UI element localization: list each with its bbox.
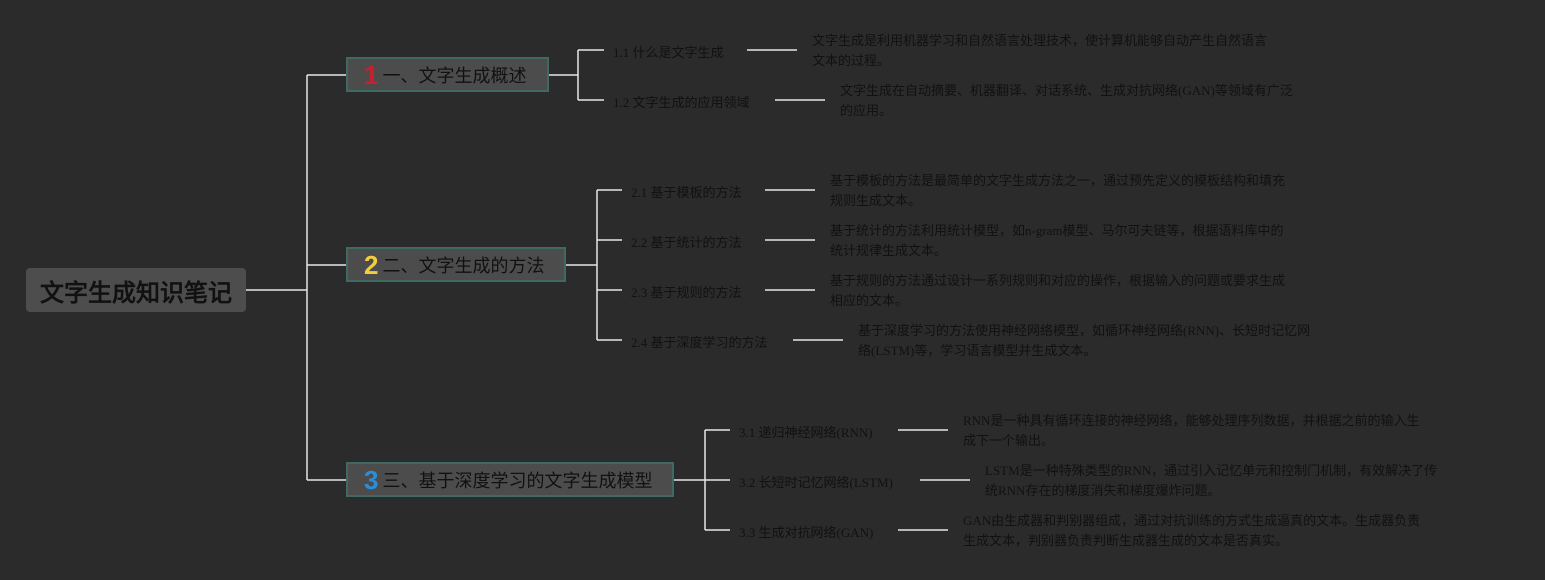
leaf-label-2-4[interactable]: 2.4 基于深度学习的方法 xyxy=(631,335,768,350)
desc-line: 文字生成是利用机器学习和自然语言处理技术，使计算机能够自动产生自然语言 xyxy=(812,33,1268,48)
leaf-desc-3-3: GAN由生成器和判别器组成，通过对抗训练的方式生成逼真的文本。生成器负责 生成文… xyxy=(963,511,1420,551)
leaf-label-2-2[interactable]: 2.2 基于统计的方法 xyxy=(631,235,742,250)
leaf-desc-2-1: 基于模板的方法是最简单的文字生成方法之一，通过预先定义的模板结构和填充 规则生成… xyxy=(830,171,1285,211)
desc-line: RNN是一种具有循环连接的神经网络，能够处理序列数据，并根据之前的输入生 xyxy=(963,413,1420,428)
desc-line: 基于规则的方法通过设计一系列规则和对应的操作，根据输入的问题或要求生成 xyxy=(830,273,1286,288)
desc-line: 生成文本，判别器负责判断生成器生成的文本是否真实。 xyxy=(963,533,1289,548)
leaf-desc-1-1: 文字生成是利用机器学习和自然语言处理技术，使计算机能够自动产生自然语言 文本的过… xyxy=(812,31,1267,71)
number-3-icon: 3 xyxy=(364,464,379,495)
leaf-desc-1-2: 文字生成在自动摘要、机器翻译、对话系统、生成对抗网络(GAN)等领域有广泛 的应… xyxy=(840,81,1293,121)
leaf-label-1-1[interactable]: 1.1 什么是文字生成 xyxy=(613,45,724,60)
desc-line: 文本的过程。 xyxy=(812,53,891,68)
leaf-label-3-2[interactable]: 3.2 长短时记忆网络(LSTM) xyxy=(739,475,893,490)
root-node[interactable]: 文字生成知识笔记 xyxy=(26,268,246,312)
branch-label: 一、文字生成概述 xyxy=(382,65,527,87)
desc-line: 的应用。 xyxy=(840,103,893,118)
desc-line: LSTM是一种特殊类型的RNN，通过引入记忆单元和控制门机制，有效解决了传 xyxy=(985,463,1438,478)
branch-label: 二、文字生成的方法 xyxy=(382,255,545,277)
desc-line: 统计规律生成文本。 xyxy=(830,243,948,258)
desc-line: 规则生成文本。 xyxy=(830,193,922,208)
desc-line: 基于深度学习的方法使用神经网络模型，如循环神经网络(RNN)、长短时记忆网 xyxy=(858,323,1311,338)
branch-node-1[interactable]: 1 一、文字生成概述 xyxy=(346,57,549,92)
branch-node-2[interactable]: 2 二、文字生成的方法 xyxy=(346,247,566,282)
desc-line: GAN由生成器和判别器组成，通过对抗训练的方式生成逼真的文本。生成器负责 xyxy=(963,513,1421,528)
desc-line: 基于模板的方法是最简单的文字生成方法之一，通过预先定义的模板结构和填充 xyxy=(830,173,1286,188)
leaf-desc-2-2: 基于统计的方法利用统计模型，如n-gram模型、马尔可夫链等，根据语料库中的 统… xyxy=(830,221,1284,261)
leaf-label-1-2[interactable]: 1.2 文字生成的应用领域 xyxy=(613,95,750,110)
leaf-desc-3-1: RNN是一种具有循环连接的神经网络，能够处理序列数据，并根据之前的输入生 成下一… xyxy=(963,411,1419,451)
branch-node-3[interactable]: 3 三、基于深度学习的文字生成模型 xyxy=(346,462,674,497)
number-2-icon: 2 xyxy=(364,249,379,280)
desc-line: 成下一个输出。 xyxy=(963,433,1055,448)
leaf-label-2-1[interactable]: 2.1 基于模板的方法 xyxy=(631,185,742,200)
desc-line: 基于统计的方法利用统计模型，如n-gram模型、马尔可夫链等，根据语料库中的 xyxy=(830,223,1284,238)
branch-label: 三、基于深度学习的文字生成模型 xyxy=(382,470,653,492)
leaf-label-2-3[interactable]: 2.3 基于规则的方法 xyxy=(631,285,742,300)
number-1-icon: 1 xyxy=(364,59,379,90)
desc-line: 统RNN存在的梯度消失和梯度爆炸问题。 xyxy=(985,483,1221,498)
desc-line: 相应的文本。 xyxy=(830,293,909,308)
leaf-desc-3-2: LSTM是一种特殊类型的RNN，通过引入记忆单元和控制门机制，有效解决了传 统R… xyxy=(985,461,1437,501)
leaf-desc-2-4: 基于深度学习的方法使用神经网络模型，如循环神经网络(RNN)、长短时记忆网 络(… xyxy=(858,321,1310,361)
desc-line: 络(LSTM)等，学习语言模型并生成文本。 xyxy=(858,343,1097,358)
leaf-label-3-1[interactable]: 3.1 递归神经网络(RNN) xyxy=(739,425,873,440)
leaf-desc-2-3: 基于规则的方法通过设计一系列规则和对应的操作，根据输入的问题或要求生成 相应的文… xyxy=(830,271,1285,311)
root-title: 文字生成知识笔记 xyxy=(40,278,232,307)
desc-line: 文字生成在自动摘要、机器翻译、对话系统、生成对抗网络(GAN)等领域有广泛 xyxy=(840,83,1293,98)
leaf-label-3-3[interactable]: 3.3 生成对抗网络(GAN) xyxy=(739,525,874,540)
